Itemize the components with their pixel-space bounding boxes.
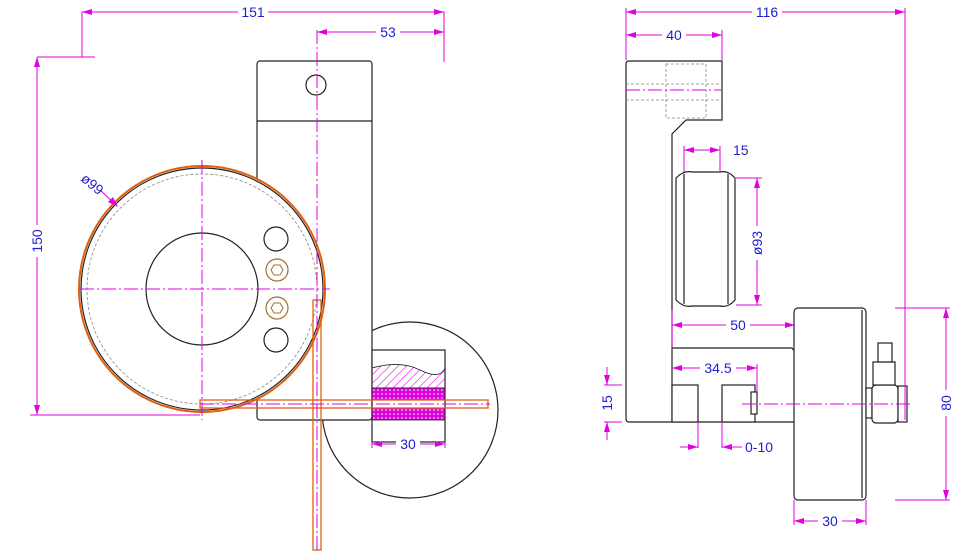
dim-15-base: 15 xyxy=(599,367,622,440)
clamp-pad-top xyxy=(371,387,446,401)
clamp-hatch xyxy=(371,364,446,389)
dim-40: 40 xyxy=(626,27,723,60)
dim-label: 53 xyxy=(380,24,396,40)
dim-80: 80 xyxy=(895,307,954,501)
dim-label: 15 xyxy=(733,142,749,158)
dim-30-front: 30 xyxy=(371,436,446,452)
dim-151: 151 xyxy=(37,4,445,62)
mounting-hole xyxy=(305,74,327,96)
side-view: 116 40 15 ø93 50 xyxy=(599,4,954,529)
dim-label: 30 xyxy=(400,436,416,452)
dim-label: ø93 xyxy=(749,231,765,255)
dim-53: 53 xyxy=(317,24,444,40)
air-fitting xyxy=(865,342,908,424)
dim-34-5: 34.5 xyxy=(672,360,758,392)
dim-label: 50 xyxy=(730,317,746,333)
dim-116: 116 xyxy=(625,4,906,420)
dim-label: 34.5 xyxy=(704,360,731,376)
dim-0-10: 0-10 xyxy=(680,422,773,455)
adjust-screw xyxy=(750,391,758,415)
hex-bolt-icon xyxy=(265,258,289,282)
dim-diameter-99: ø99 xyxy=(78,170,118,207)
hex-bolt-icon xyxy=(265,296,289,320)
dim-15-pulley: 15 xyxy=(683,142,749,172)
front-view: 151 53 150 ø99 30 xyxy=(29,4,499,551)
dim-label: 0-10 xyxy=(745,439,773,455)
dim-label: 15 xyxy=(599,395,615,411)
dim-label: 151 xyxy=(241,4,265,20)
dim-label: 116 xyxy=(756,4,779,20)
dim-label: 150 xyxy=(29,229,45,253)
bolt-hole-2 xyxy=(263,327,289,353)
dim-150: 150 xyxy=(29,57,200,416)
clamp-pad-bottom xyxy=(371,407,446,421)
dim-label: 40 xyxy=(666,27,682,43)
foot-left xyxy=(671,384,699,423)
pulley xyxy=(675,171,736,307)
dim-diameter-93: ø93 xyxy=(736,177,765,306)
dim-label: ø99 xyxy=(78,170,107,198)
dim-label: 80 xyxy=(938,395,954,411)
dim-30-side: 30 xyxy=(793,500,867,529)
top-bore-hidden xyxy=(665,63,707,119)
bolt-hole-1 xyxy=(263,226,289,252)
dim-50: 50 xyxy=(671,310,795,348)
dim-label: 30 xyxy=(822,513,838,529)
